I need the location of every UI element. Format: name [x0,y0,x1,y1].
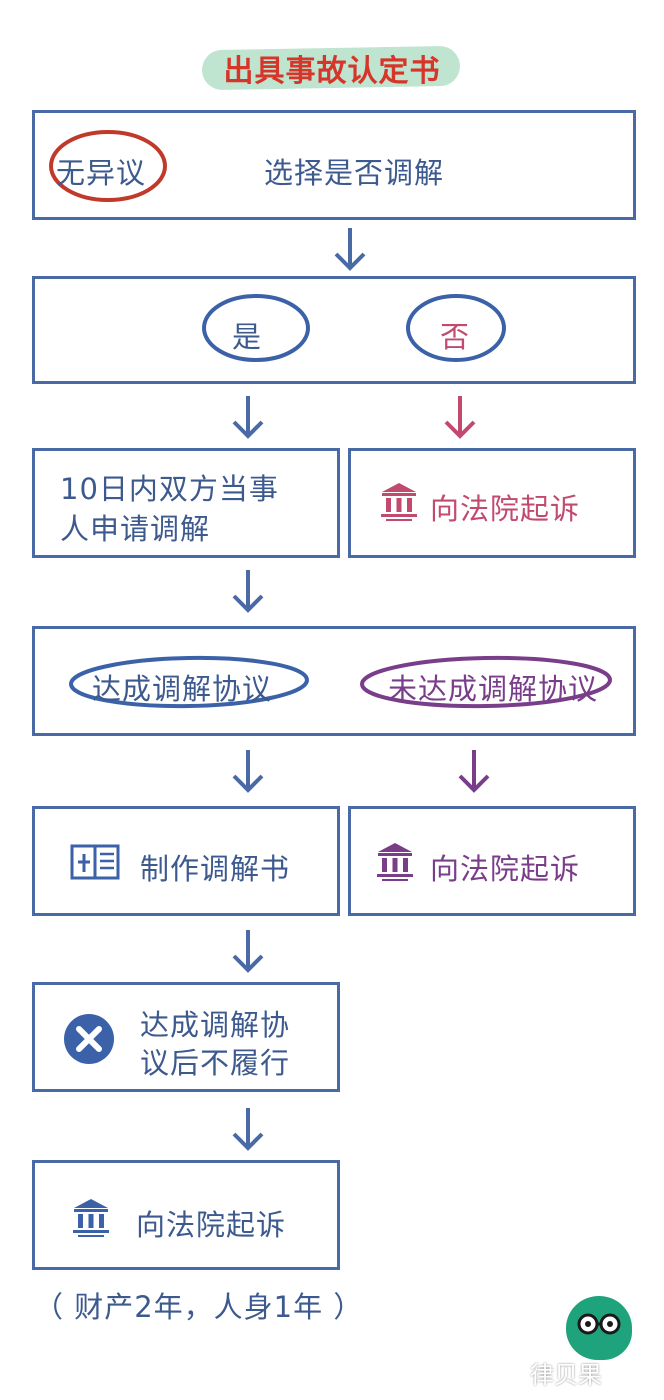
statute-note: （ 财产2年，人身1年 ） [34,1290,364,1324]
no-circle-mark [406,294,506,362]
arrow-down-icon [232,570,264,613]
arrow-down-icon [232,1108,264,1151]
yes-circle-mark [202,294,310,362]
sue-court-label-1: 向法院起诉 [430,492,581,526]
red-circle-mark [49,130,167,202]
yes-no-box [32,276,636,384]
arrow-down-icon [232,750,264,793]
apply-mediation-box [32,448,340,558]
agree-oval-mark [69,655,309,709]
sue-court-box-1 [348,448,636,558]
court-icon [73,1199,109,1237]
choose-mediation-box [32,110,636,220]
breach-line2: 议后不履行 [140,1046,291,1080]
sue-court-label-3: 向法院起诉 [136,1208,287,1242]
page-title: 出具事故认定书 [223,54,441,89]
sue-court-label-2: 向法院起诉 [430,852,581,886]
document-icon [70,844,120,880]
choose-mediation-label: 选择是否调解 [264,156,445,190]
yes-option: 是 [232,320,263,354]
no-agreement-label: 未达成调解协议 [388,672,599,706]
no-objection-label: 无异议 [56,156,147,190]
arrow-down-icon [334,228,366,271]
watermark: 律贝果 [530,1361,602,1389]
apply-mediation-line1: 10日内双方当事 [60,472,279,506]
arrow-down-icon [458,750,490,793]
sue-court-box-3 [32,1160,340,1270]
cross-icon [64,1014,114,1064]
brand-logo [566,1296,632,1360]
arrow-down-icon [444,396,476,439]
disagree-oval-mark [360,655,612,709]
arrow-down-icon [232,396,264,439]
make-mediation-book-label: 制作调解书 [140,852,291,886]
agreement-box [32,626,636,736]
glasses-icon [577,1313,621,1335]
reach-agreement-label: 达成调解协议 [92,672,273,706]
arrow-down-icon [232,930,264,973]
apply-mediation-line2: 人申请调解 [60,512,211,546]
no-option: 否 [440,320,471,354]
court-icon [381,483,417,521]
court-icon [377,843,413,881]
breach-line1: 达成调解协 [140,1008,291,1042]
